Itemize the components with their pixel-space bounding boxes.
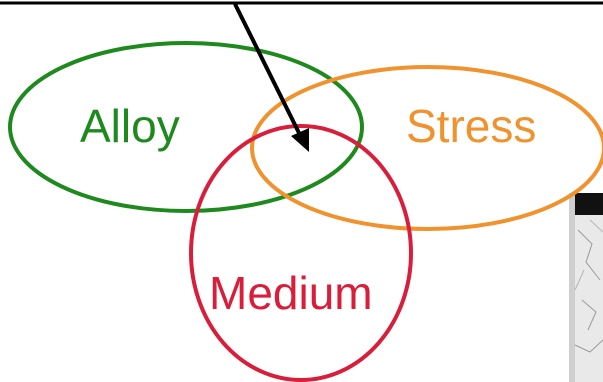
alloy-label: Alloy <box>80 103 180 149</box>
medium-label: Medium <box>209 270 373 316</box>
stress-label: Stress <box>406 103 536 149</box>
medium-set-ellipse <box>191 126 411 380</box>
micrograph-image <box>569 193 603 382</box>
